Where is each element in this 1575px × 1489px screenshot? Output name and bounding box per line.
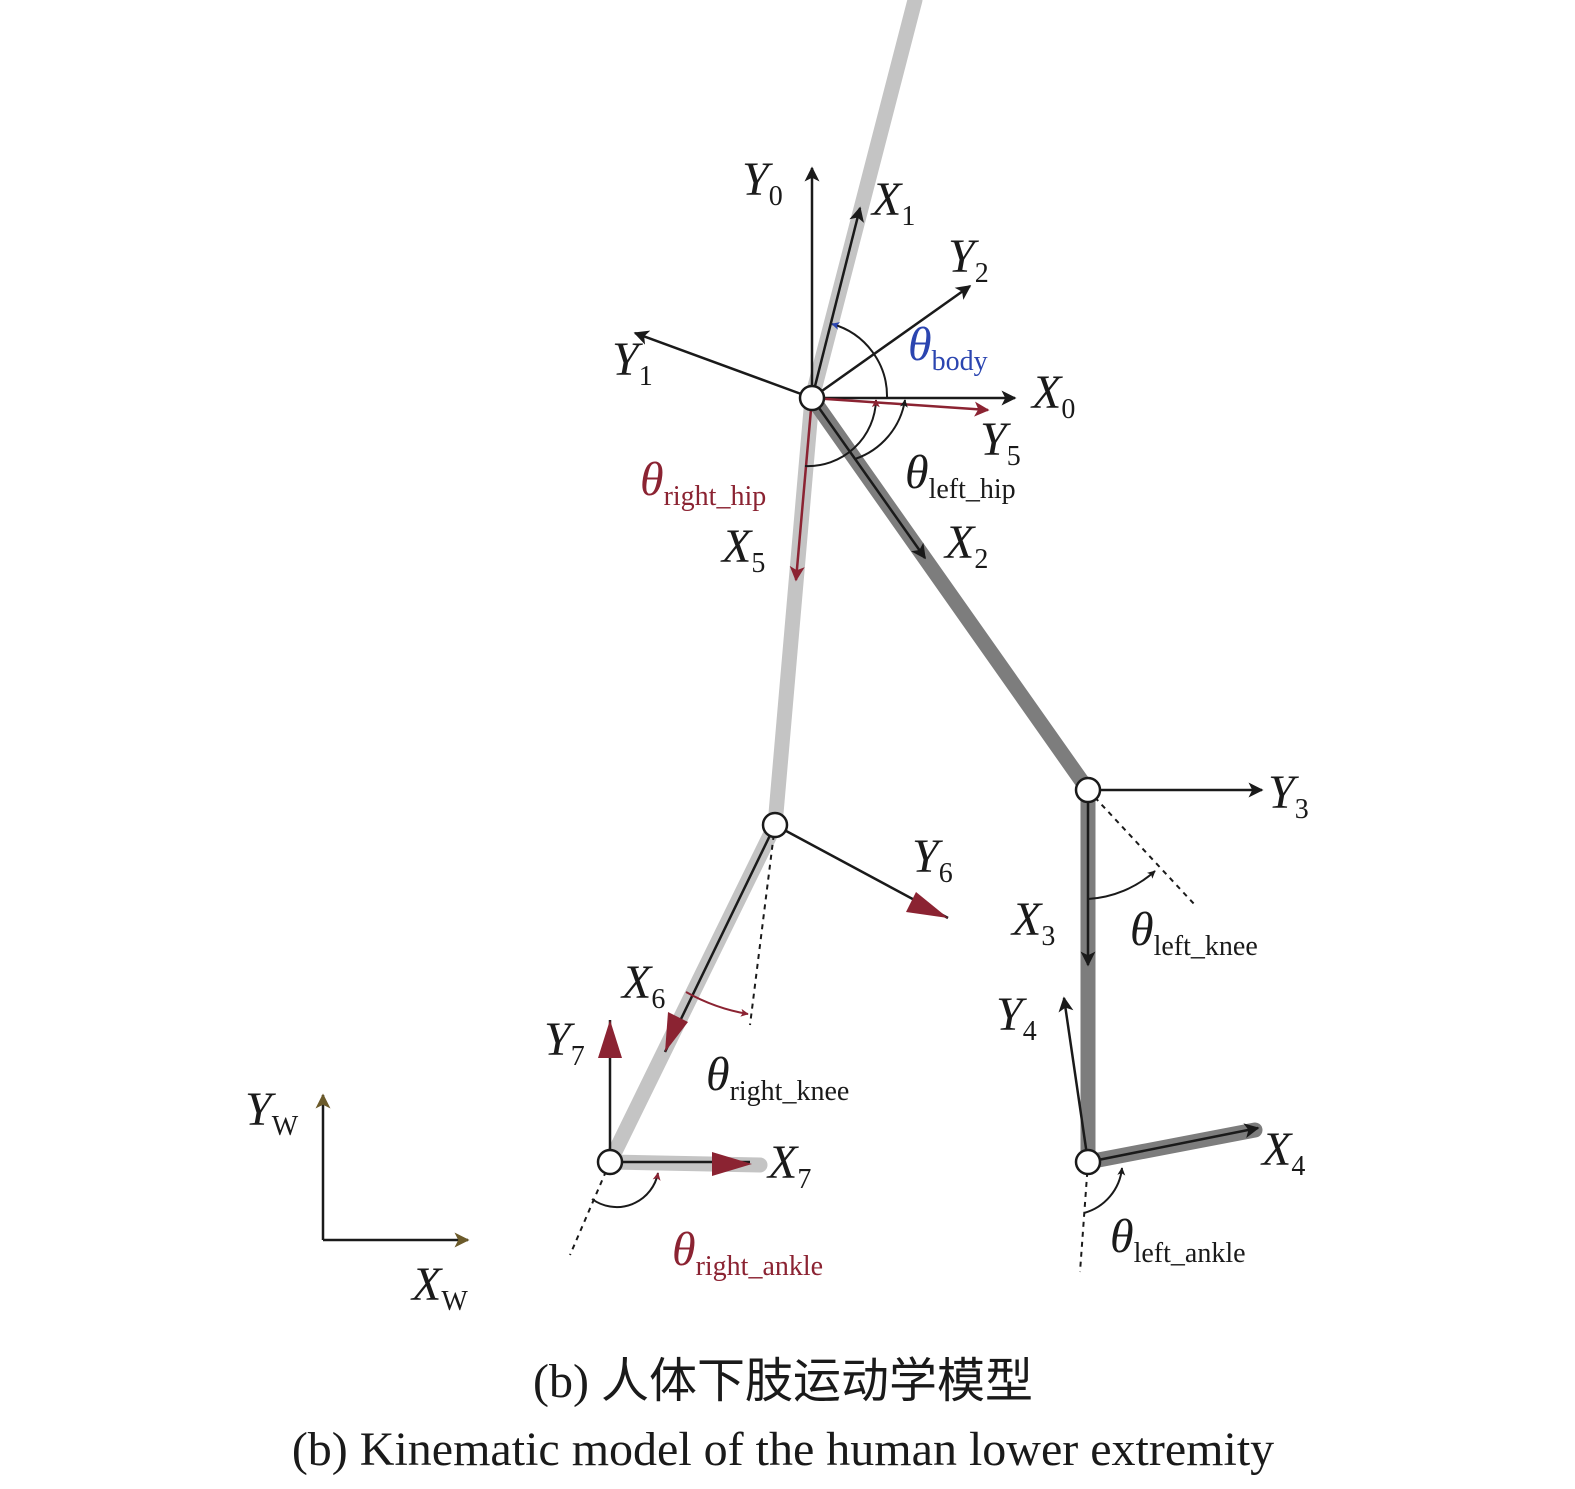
right-knee-joint [761, 811, 789, 839]
left-hip-angle-arc [854, 399, 908, 460]
left-knee-reference-line [1087, 789, 1196, 906]
x4-axis-arrow [1087, 1123, 1260, 1164]
y7-arrowhead [598, 1020, 622, 1058]
angle-arcs [591, 322, 1156, 1214]
label-y5: Y5 [980, 413, 1021, 472]
angle-label-left-knee: θleft_knee [1130, 903, 1258, 962]
label-y6: Y6 [912, 830, 953, 889]
axis-labels: Y0 X1 Y2 Y1 X0 Y5 X5 X2 Y3 Y6 X3 X6 Y4 Y… [245, 153, 1309, 1317]
right-hip-angle-arc [804, 399, 880, 468]
y5-axis-arrow [811, 396, 990, 417]
right-ankle-reference-line [569, 1161, 611, 1256]
angle-label-right-hip: θright_hip [640, 453, 766, 512]
world-frame [315, 1093, 470, 1248]
left-ankle-angle-arc [1083, 1167, 1126, 1214]
y2-axis-arrow [811, 284, 972, 400]
label-y0: Y0 [742, 153, 783, 212]
joints [596, 384, 1102, 1176]
label-x6: X6 [620, 956, 665, 1015]
hip-joint [798, 384, 826, 412]
left-knee-angle-arc [1087, 870, 1156, 900]
label-y2: Y2 [948, 230, 989, 289]
caption-chinese: (b) 人体下肢运动学模型 [533, 1355, 1033, 1408]
hip-axes [633, 166, 1017, 582]
reference-lines [569, 789, 1196, 1273]
x7-arrowhead [712, 1152, 752, 1176]
left-knee-joint [1074, 776, 1102, 804]
label-x7: X7 [766, 1136, 811, 1195]
x6-axis-arrow [663, 824, 777, 1053]
joint-axes [598, 782, 1264, 1176]
label-x0: X0 [1030, 366, 1075, 425]
label-x5: X5 [720, 520, 765, 579]
label-x1: X1 [870, 173, 915, 232]
body-segments [602, 0, 1263, 1173]
label-y4: Y4 [996, 988, 1037, 1047]
label-x2: X2 [943, 516, 988, 575]
angle-label-left-ankle: θleft_ankle [1110, 1210, 1246, 1269]
y6-arrowhead [906, 892, 948, 918]
y4-axis-arrow [1058, 996, 1090, 1163]
angle-label-body: θbody [908, 318, 988, 377]
x1-axis-arrow [810, 206, 864, 399]
label-y3: Y3 [1268, 766, 1309, 825]
right-ankle-joint [596, 1148, 624, 1176]
angle-label-left-hip: θleft_hip [905, 446, 1016, 505]
left-ankle-reference-line [1079, 1161, 1089, 1273]
label-x4: X4 [1260, 1123, 1305, 1182]
left-ankle-joint [1074, 1148, 1102, 1176]
figure-caption: (b) 人体下肢运动学模型 (b) Kinematic model of the… [292, 1355, 1274, 1476]
label-y7: Y7 [544, 1013, 585, 1072]
x5-axis-arrow [789, 397, 814, 582]
label-xw: XW [410, 1258, 468, 1317]
label-y1: Y1 [612, 333, 653, 392]
x2-axis-arrow [810, 397, 927, 560]
right-knee-reference-line [749, 824, 776, 1026]
x6-arrowhead [665, 1012, 688, 1052]
angle-label-right-ankle: θright_ankle [672, 1223, 823, 1282]
angle-labels: θbody θleft_hip θright_hip θleft_knee θr… [640, 318, 1258, 1282]
angle-label-right-knee: θright_knee [706, 1048, 849, 1107]
label-yw: YW [245, 1083, 299, 1142]
label-x3: X3 [1010, 893, 1055, 952]
body-angle-arc [831, 322, 889, 399]
caption-english: (b) Kinematic model of the human lower e… [292, 1423, 1274, 1476]
y1-axis-arrow [633, 330, 813, 400]
right-knee-angle-arc [685, 991, 749, 1017]
right-ankle-angle-arc [591, 1172, 661, 1209]
